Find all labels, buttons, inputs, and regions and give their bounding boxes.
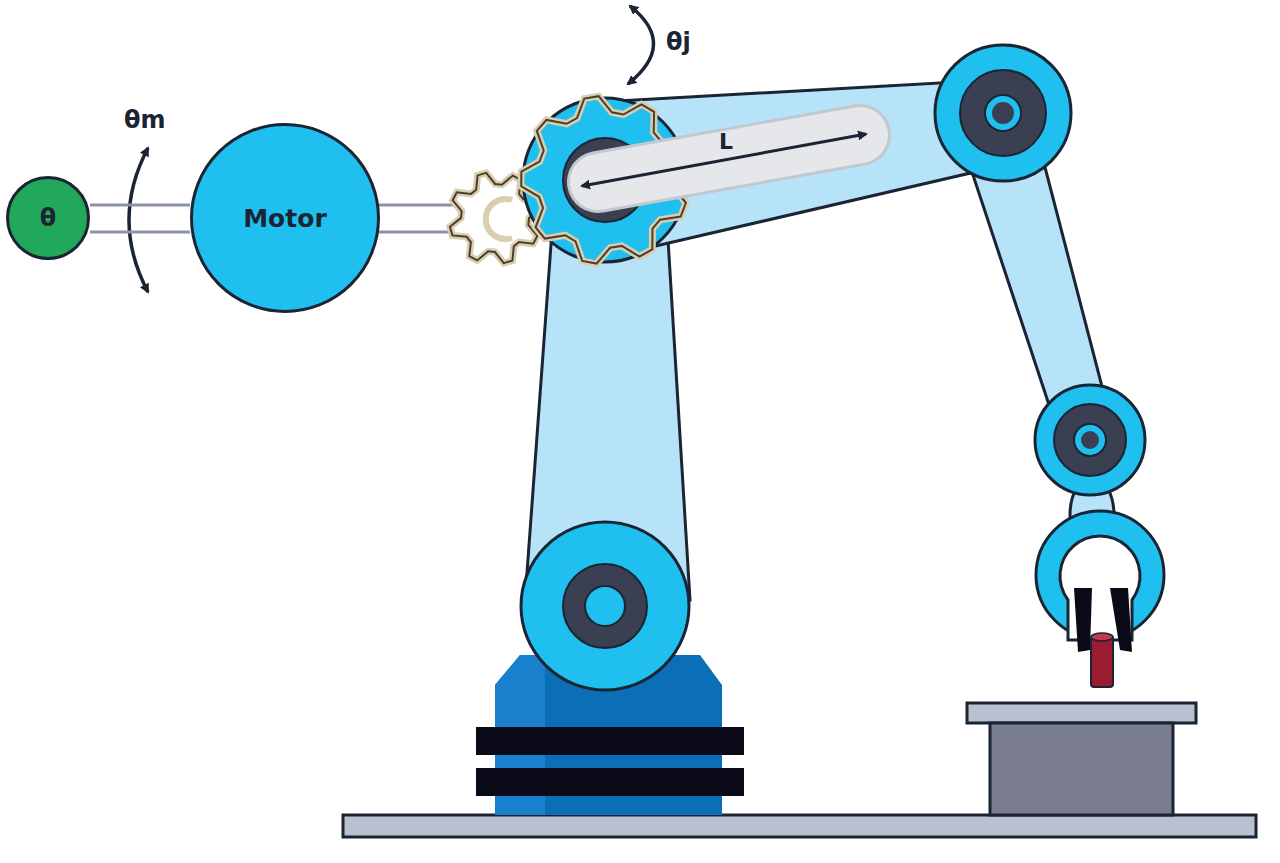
joint-angle-label: θj [666, 30, 691, 54]
workpiece [1091, 636, 1113, 687]
gripper-finger [1074, 588, 1092, 652]
motor-angle-label: θm [124, 108, 166, 132]
shaft-line [90, 204, 190, 207]
wrist-joint-core [1074, 424, 1106, 456]
workpiece-top [1091, 633, 1113, 641]
length-label: L [719, 131, 733, 153]
base-joint-ring [563, 564, 647, 648]
base-plate [343, 815, 1256, 837]
elbow-joint [935, 45, 1071, 181]
base-joint-core [585, 586, 625, 626]
motor-rotation-arrow [129, 148, 148, 292]
elbow-joint-core [985, 95, 1021, 131]
elbow-joint-ring [960, 70, 1046, 156]
gripper-ring [1036, 511, 1164, 639]
node-text: θ [40, 204, 57, 232]
angle-sensor-circle: θ [6, 176, 90, 260]
base-joint [521, 522, 689, 690]
motor-circle: Motor [190, 123, 380, 313]
wrist-joint-ring [1054, 404, 1126, 476]
elbow-joint-pin [992, 102, 1014, 124]
joint-rotation-arrow [628, 6, 654, 84]
wrist-joint [1035, 385, 1145, 495]
base-band [476, 727, 744, 755]
base-band [476, 768, 744, 796]
table-body [990, 723, 1173, 815]
shaft-line [90, 231, 190, 234]
drive-gear-hub [486, 199, 512, 239]
table-top [967, 703, 1196, 723]
wrist-joint-pin [1081, 431, 1099, 449]
shaft-connector [90, 205, 190, 232]
node-text: Motor [243, 204, 327, 233]
